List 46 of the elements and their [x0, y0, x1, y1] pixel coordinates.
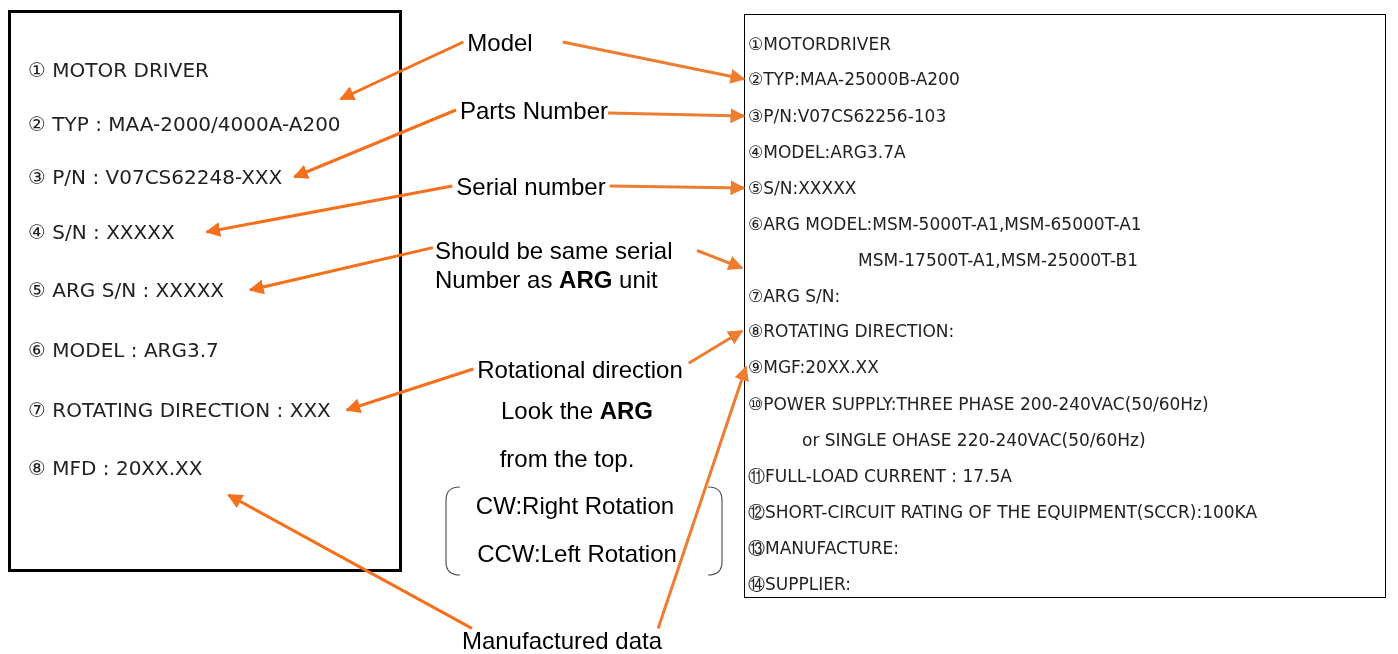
arrow [227, 493, 473, 630]
label-line: ⑭SUPPLIER: [748, 566, 851, 602]
label-card [8, 10, 402, 572]
arrow [696, 249, 744, 271]
arrow [607, 108, 746, 124]
label-line: ⑩POWER SUPPLY:THREE PHASE 200-240VAC(50/60Hz) or SINGLE OHASE 220-240VAC(50/60Hz) [748, 386, 1216, 458]
arrow [205, 184, 453, 237]
arrow [339, 40, 464, 101]
arrow [609, 180, 746, 196]
label-line: ⑦ARG S/N: [748, 278, 841, 314]
note-text: from the top. [499, 443, 635, 473]
arrow [248, 246, 434, 295]
arrow [687, 329, 744, 365]
label-line: ② TYP : MAA-2000/4000A-A200 [28, 109, 341, 139]
label-line: ⑤ ARG S/N : XXXXX [28, 275, 225, 305]
label-line: ⑤S/N:XXXXX [748, 170, 857, 206]
annotation-text: Should be same serial Number as ARG unit [435, 236, 697, 294]
label-line: ⑥ARG MODEL:MSM-5000T-A1,MSM-65000T-A1 MSM-17500T-A1,MSM-25000T-B1 [748, 206, 1158, 278]
label-line: ⑬MANUFACTURE: [748, 530, 899, 566]
label-line: ④MODEL:ARG3.7A [748, 134, 906, 170]
label-line: ③ P/N : V07CS62248-XXX [28, 162, 283, 192]
label-line: ⑧ROTATING DIRECTION: [748, 313, 955, 349]
note-text: Look the ARG [500, 395, 654, 425]
annotation-text: Parts Number [460, 95, 608, 125]
arrow [562, 40, 746, 84]
label-line: ⑫SHORT-CIRCUIT RATING OF THE EQUIPMENT(SCCR):100KA [748, 494, 1258, 530]
arrow [656, 365, 749, 629]
note-text: CW:Right Rotation [475, 490, 675, 520]
annotation-text: Serial number [456, 171, 606, 201]
label-line: ④ S/N : XXXXX [28, 217, 175, 247]
label-line: ⑥ MODEL : ARG3.7 [28, 335, 219, 365]
label-line: ⑪FULL-LOAD CURRENT : 17.5A [748, 458, 1012, 494]
label-card [744, 14, 1386, 598]
note-text: CCW:Left Rotation [477, 538, 677, 568]
annotation-text: Model [467, 27, 533, 57]
label-line: ①MOTORDRIVER [748, 26, 891, 62]
label-line: ⑦ ROTATING DIRECTION : XXX [28, 395, 331, 425]
annotation-text: Manufactured data [461, 625, 663, 654]
label-line: ③P/N:V07CS62256-103 [748, 98, 947, 134]
label-line: ⑨MGF:20XX.XX [748, 349, 879, 385]
arrow [345, 367, 474, 413]
label-line: ②TYP:MAA-25000B-A200 [748, 61, 960, 97]
label-line: ⑧ MFD : 20XX.XX [28, 453, 203, 483]
arrow [292, 108, 457, 179]
label-line: ① MOTOR DRIVER [28, 55, 209, 85]
annotation-text: Rotational direction [477, 354, 683, 384]
